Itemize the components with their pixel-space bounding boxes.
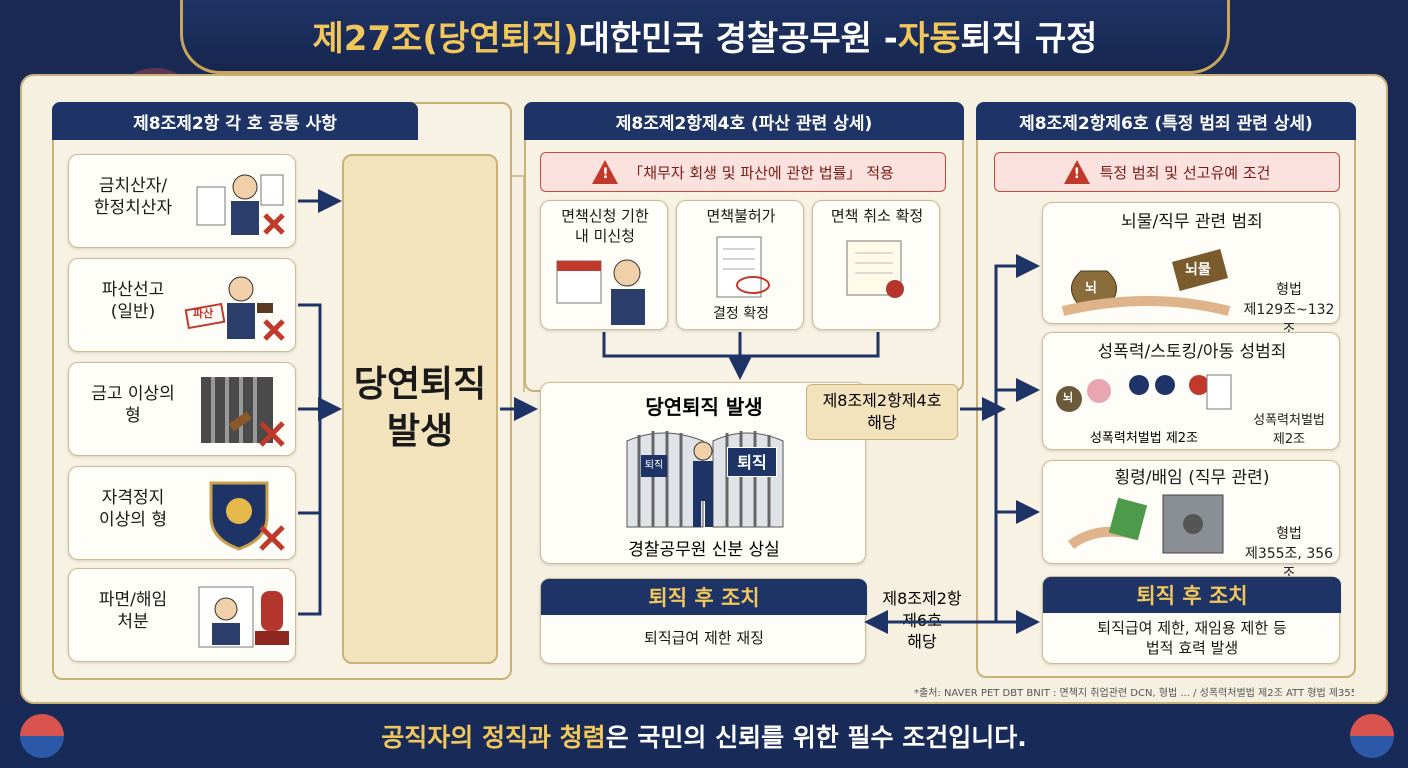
left-item-incompetent: 금치산자/ 한정치산자 — [68, 154, 296, 248]
officer-stamp-icon — [195, 577, 291, 655]
middle-after-text: 퇴직급여 제한 재징 — [644, 629, 764, 647]
right-warning-text: 특정 범죄 및 선고유예 조건 — [1099, 163, 1271, 182]
calendar-person-icon — [555, 251, 659, 327]
bribe-card-label: 뇌물 — [1185, 262, 1211, 278]
bribe-money-icon: 뇌 뇌물 — [1059, 235, 1235, 319]
middle-section-header: 제8조제2항제4호 (파산 관련 상세) — [524, 102, 964, 140]
automatic-retirement-box: 당연퇴직 발생 — [342, 154, 498, 664]
retirement-occurs-caption: 경찰공무원 신분 상실 — [628, 540, 780, 560]
right-item-sexual-crime: 성폭력/스토킹/아동 성범죄 뇌 성폭력처벌법 제2조 성폭력처벌법 제2조 — [1042, 332, 1340, 450]
document-person-icon — [195, 165, 291, 239]
left-item-label: 금치산자/ 한정치산자 — [93, 176, 173, 219]
middle-item-label: 면책불허가 — [706, 207, 776, 225]
clause-6-tag: 제8조제2항 제6호 해당 — [882, 589, 962, 652]
right-after-title: 퇴직 후 조치 — [1043, 577, 1341, 613]
middle-item-denied: 면책불허가 결정 확정 — [676, 200, 804, 330]
right-item-left-caption: 성폭력처벌법 제2조 — [1089, 431, 1199, 446]
right-section-header: 제8조제2항제6호 (특정 범죄 관련 상세) — [976, 102, 1356, 140]
right-after-text: 퇴직급여 제한, 재임용 제한 등 법적 효력 발생 — [1097, 619, 1287, 657]
money-safe-icon — [1067, 489, 1227, 559]
clause-4-tag: 제8조제2항제4호 해당 — [806, 384, 958, 440]
left-item-bankruptcy: 파산선고 (일반) 파산 — [68, 258, 296, 352]
middle-item-sub: 결정 확정 — [713, 306, 769, 322]
gate-left-sign: 퇴직 — [641, 455, 667, 477]
retirement-occurs-title: 당연퇴직 발생 — [645, 395, 763, 419]
left-section-header: 제8조제2항 각 호 공통 사항 — [52, 102, 418, 140]
middle-warning-text: 「채무자 회생 및 파산에 관한 법률」 적용 — [628, 163, 894, 182]
warning-icon: ! — [1063, 160, 1090, 184]
warning-icon: ! — [592, 160, 619, 184]
right-item-title: 뇌물/직무 관련 범죄 — [1121, 212, 1263, 232]
rejected-document-icon — [713, 235, 773, 303]
bankruptcy-stamp-text: 파산 — [193, 307, 214, 320]
left-item-suspension: 자격정지 이상의 형 — [68, 466, 296, 560]
right-warning: ! 특정 범죄 및 선고유예 조건 — [994, 152, 1340, 192]
jail-gavel-icon — [199, 373, 291, 447]
middle-item-label: 면책신청 기한 내 미신청 — [561, 207, 649, 245]
left-item-imprisonment: 금고 이상의 형 — [68, 362, 296, 456]
page-title: 제27조(당연퇴직) 대한민국 경찰공무원 - 자동 퇴직 규정 — [180, 0, 1230, 74]
right-item-title: 성폭력/스토킹/아동 성범죄 — [1097, 342, 1287, 362]
middle-item-no-application: 면책신청 기한 내 미신청 — [540, 200, 668, 330]
bribe-bag-label: 뇌 — [1085, 281, 1097, 296]
middle-after-title: 퇴직 후 조치 — [541, 579, 867, 615]
middle-warning: ! 「채무자 회생 및 파산에 관한 법률」 적용 — [540, 152, 946, 192]
left-item-label: 파면/해임 처분 — [98, 590, 168, 633]
right-after-measures: 퇴직 후 조치 퇴직급여 제한, 재임용 제한 등 법적 효력 발생 — [1042, 576, 1341, 664]
left-item-label: 파산선고 (일반) — [101, 280, 165, 323]
left-item-label: 자격정지 이상의 형 — [99, 488, 167, 531]
crime-symbols-icon: 뇌 — [1053, 367, 1237, 423]
certificate-seal-icon — [839, 237, 919, 307]
taegukgi-corner-left — [20, 714, 64, 758]
right-item-title: 횡령/배임 (직무 관련) — [1114, 468, 1270, 488]
left-item-label: 금고 이상의 형 — [91, 384, 175, 427]
middle-item-cancelled: 면책 취소 확정 — [812, 200, 940, 330]
middle-item-label: 면책 취소 확정 — [830, 207, 924, 225]
right-item-embezzlement: 횡령/배임 (직무 관련) 형법 제355조, 356조 — [1042, 460, 1340, 582]
sexual-crime-bag-label: 뇌 — [1063, 391, 1074, 404]
middle-after-measures: 퇴직 후 조치 퇴직급여 제한 재징 — [540, 578, 867, 664]
left-item-dismissal: 파면/해임 처분 — [68, 568, 296, 662]
retirement-sign: 퇴직 — [727, 447, 777, 477]
police-badge-icon — [205, 477, 291, 551]
source-footnote: *출처: NAVER PET DBT BNIT : 면책지 취업관련 DCN, … — [914, 688, 1354, 699]
bankruptcy-stamp-icon: 파산 — [181, 267, 291, 345]
right-item-law: 성폭력처벌법 제2조 — [1253, 413, 1325, 447]
taegukgi-corner-right — [1350, 714, 1394, 758]
right-item-bribery: 뇌물/직무 관련 범죄 뇌 뇌물 형법 제129조~132조 — [1042, 202, 1340, 338]
